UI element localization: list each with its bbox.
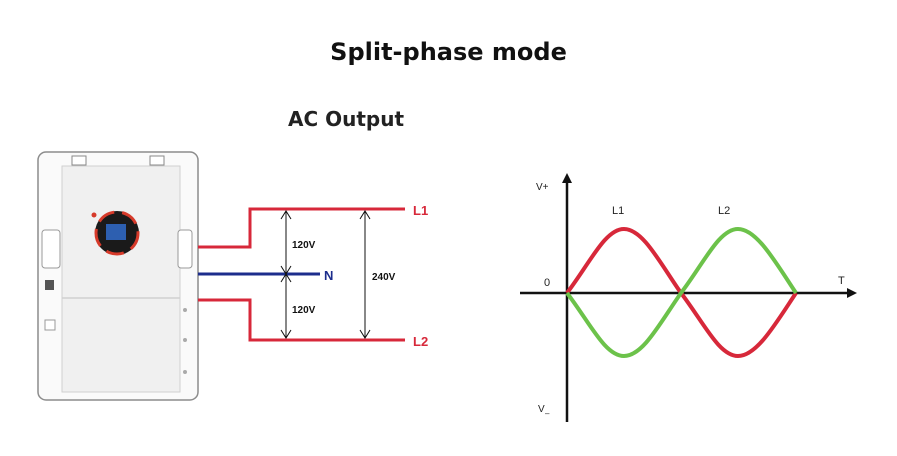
l2-waveform [565,226,798,359]
ac-output-heading: AC Output [288,107,405,131]
l1-label: L1 [413,203,428,218]
l2-wire [198,298,405,342]
upper-voltage-label: 120V [292,240,316,251]
inverter-unit [37,151,199,401]
l1-wave-label: L1 [612,205,624,217]
time-axis-label: T [838,275,845,287]
y-positive-label: V+ [536,182,549,193]
l2-label: L2 [413,334,428,349]
y-negative-subscript: – [545,409,550,418]
wiring [198,207,405,342]
page-title: Split-phase mode [330,38,567,66]
y-negative-label: V [538,404,545,415]
l1-wire [198,207,405,249]
origin-label: 0 [544,277,550,289]
waveform-plot [520,173,857,422]
l2-wave-label: L2 [718,205,730,217]
neutral-label: N [324,268,333,283]
lower-voltage-label: 120V [292,305,316,316]
total-voltage-label: 240V [372,272,396,283]
